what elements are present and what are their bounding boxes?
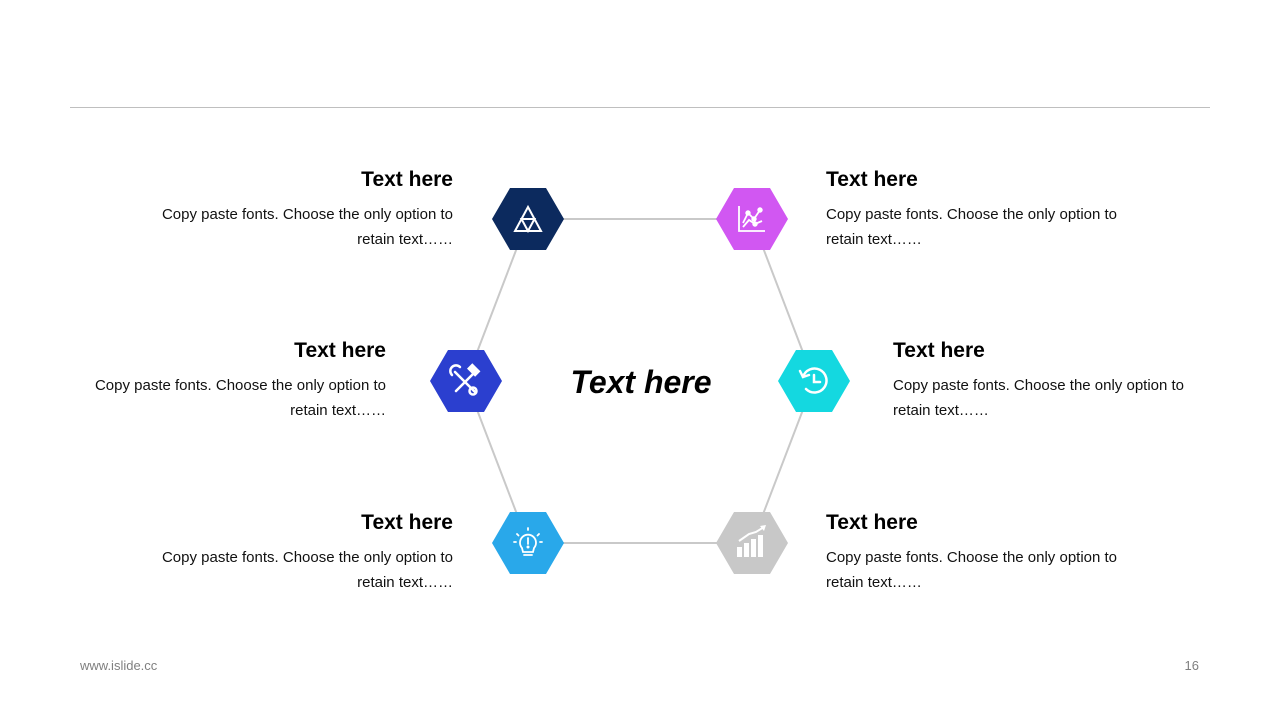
- page-number: 16: [1184, 658, 1199, 673]
- tools-icon: [449, 363, 481, 396]
- block-title: Text here: [893, 339, 985, 362]
- text-block-2: Text here Copy paste fonts. Choose the o…: [86, 338, 386, 423]
- line-chart-icon: [738, 206, 765, 232]
- hex-node-6: [716, 512, 788, 574]
- block-title: Text here: [361, 168, 453, 191]
- history-icon: [798, 367, 828, 394]
- block-title: Text here: [826, 511, 918, 534]
- text-block-1: Text here Copy paste fonts. Choose the o…: [153, 167, 453, 252]
- block-description: Copy paste fonts. Choose the only option…: [161, 206, 453, 248]
- center-title: Text here: [570, 364, 712, 400]
- hex-node-1: [492, 188, 564, 250]
- block-description: Copy paste fonts. Choose the only option…: [161, 549, 453, 591]
- block-title: Text here: [294, 339, 386, 362]
- text-block-4: Text here Copy paste fonts. Choose the o…: [826, 167, 1126, 252]
- block-description: Copy paste fonts. Choose the only option…: [826, 549, 1118, 591]
- footer-url: www.islide.cc: [80, 658, 158, 673]
- block-description: Copy paste fonts. Choose the only option…: [893, 377, 1185, 419]
- growth-bars-icon: [737, 525, 766, 557]
- block-description: Copy paste fonts. Choose the only option…: [826, 206, 1118, 248]
- block-title: Text here: [826, 168, 918, 191]
- text-block-5: Text here Copy paste fonts. Choose the o…: [893, 338, 1193, 423]
- lightbulb-icon: [513, 527, 543, 556]
- top-divider: [70, 107, 1210, 108]
- hex-node-4: [716, 188, 788, 250]
- triangle-nodes-icon: [513, 204, 543, 234]
- hex-node-5: [778, 350, 850, 412]
- hex-node-3: [492, 512, 564, 574]
- block-description: Copy paste fonts. Choose the only option…: [94, 377, 386, 419]
- block-title: Text here: [361, 511, 453, 534]
- text-block-3: Text here Copy paste fonts. Choose the o…: [153, 510, 453, 595]
- text-block-6: Text here Copy paste fonts. Choose the o…: [826, 510, 1126, 595]
- hex-node-2: [430, 350, 502, 412]
